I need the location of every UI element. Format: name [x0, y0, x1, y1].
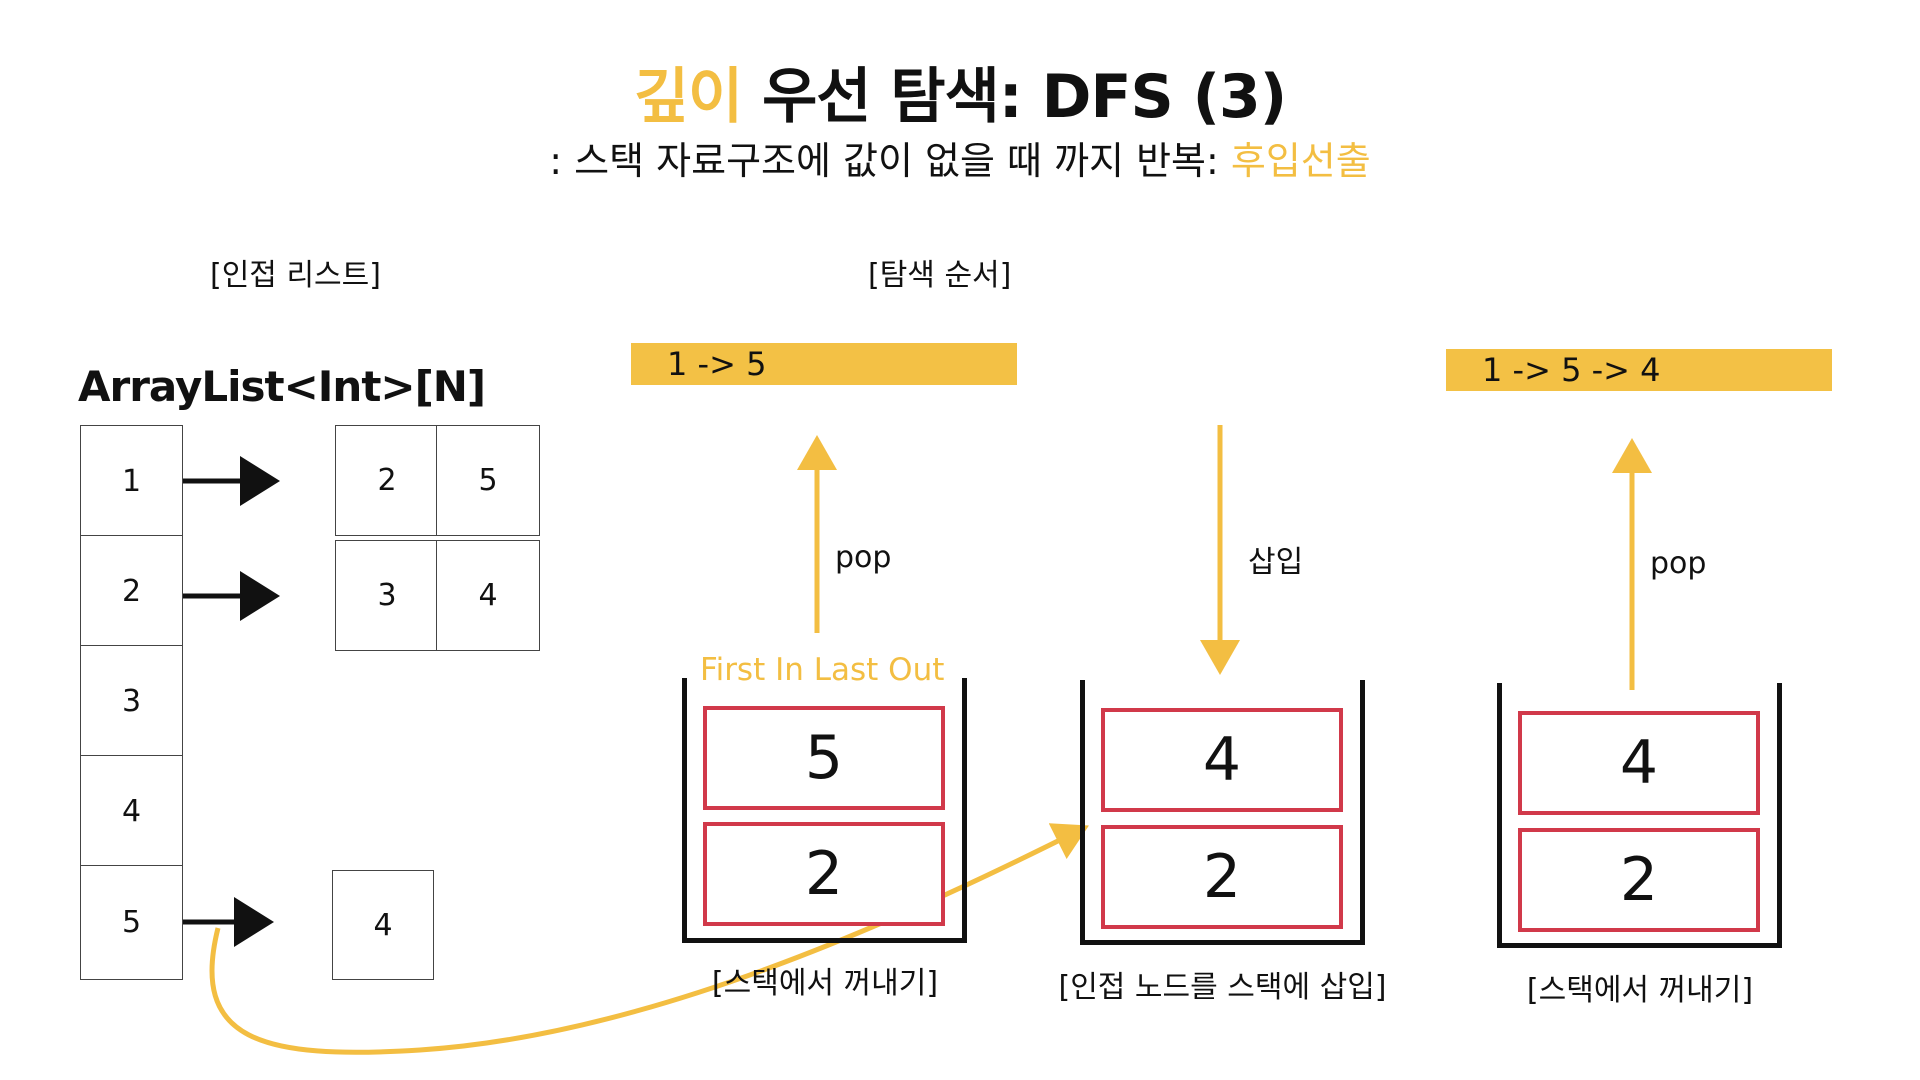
- index-cell: 5: [80, 865, 183, 980]
- stack-caption: [스택에서 꺼내기]: [1526, 973, 1754, 1008]
- stack-container: [682, 678, 967, 943]
- stack-caption: [인접 노드를 스택에 삽입]: [1058, 970, 1387, 1005]
- stack-item: 5: [703, 706, 945, 810]
- arraylist-label: ArrayList<Int>[N]: [78, 362, 486, 411]
- stack-item: 2: [1518, 828, 1760, 932]
- order-bar: 1 -> 5: [631, 343, 1017, 385]
- title-accent: 깊이: [633, 62, 743, 132]
- search-order-label: [탐색 순서]: [868, 258, 1012, 293]
- stack-container: [1497, 683, 1782, 948]
- stack-item: 2: [1101, 825, 1343, 929]
- list-node-cell: 4: [332, 870, 434, 980]
- stack-caption: [스택에서 꺼내기]: [711, 966, 939, 1001]
- list-node-cell: 3: [335, 540, 439, 651]
- adjacency-list-label: [인접 리스트]: [210, 258, 381, 293]
- page-subtitle: : 스택 자료구조에 값이 없을 때 까지 반복: 후입선출: [0, 130, 1920, 185]
- stack-item: 4: [1101, 708, 1343, 812]
- order-bar: 1 -> 5 -> 4: [1446, 349, 1832, 391]
- insert-label: 삽입: [1248, 545, 1304, 580]
- title-rest: 우선 탐색: DFS (3): [742, 62, 1287, 132]
- stack-item: 2: [703, 822, 945, 926]
- subtitle-main: : 스택 자료구조에 값이 없을 때 까지 반복:: [549, 139, 1231, 183]
- pop-label: pop: [1650, 546, 1707, 581]
- index-cell: 1: [80, 425, 183, 537]
- stack-container: [1080, 680, 1365, 945]
- pop-label: pop: [835, 540, 892, 575]
- stack-item: 4: [1518, 711, 1760, 815]
- list-node-cell: 4: [436, 540, 540, 651]
- list-node-cell: 2: [335, 425, 439, 536]
- index-cell: 4: [80, 755, 183, 867]
- index-cell: 2: [80, 535, 183, 647]
- subtitle-accent: 후입선출: [1230, 139, 1371, 183]
- index-cell: 3: [80, 645, 183, 757]
- list-node-cell: 5: [436, 425, 540, 536]
- filo-label: First In Last Out: [700, 652, 945, 688]
- page-title: 깊이 우선 탐색: DFS (3): [0, 48, 1920, 135]
